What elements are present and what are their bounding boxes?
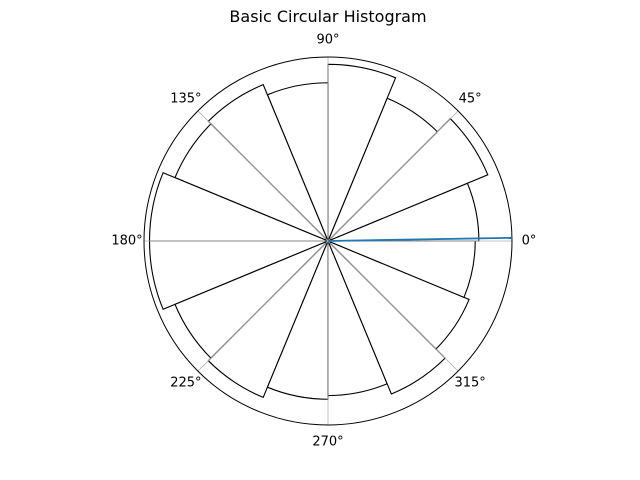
angular-tick-label-6: 270° — [312, 435, 343, 450]
angular-gridline-3 — [197, 110, 329, 242]
angular-tick-label-4: 180° — [111, 234, 142, 249]
mean-direction-line — [327, 236, 512, 242]
angular-tick-label-3: 135° — [170, 91, 201, 106]
chart-title: Basic Circular Histogram — [229, 7, 426, 26]
angular-tick-label-2: 90° — [316, 33, 339, 48]
angular-gridline-7 — [327, 240, 459, 372]
angular-gridline-5 — [197, 240, 329, 372]
angular-gridline-1 — [327, 110, 459, 242]
mean-direction-layer — [327, 236, 512, 242]
angular-tick-label-1: 45° — [459, 91, 482, 106]
bars-layer — [148, 63, 489, 400]
angular-tick-label-7: 315° — [454, 376, 485, 391]
polar-axis-outer-ring — [143, 56, 513, 426]
angular-tick-labels: 0° 45° 90° 135° 180° 225° 270° 315° — [111, 33, 536, 450]
angular-tick-label-5: 225° — [170, 376, 201, 391]
angular-tick-label-0: 0° — [522, 234, 537, 249]
